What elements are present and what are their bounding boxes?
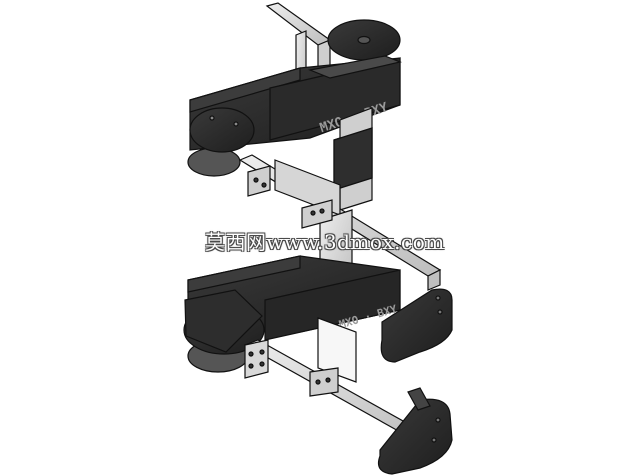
lower-motor-disc bbox=[183, 289, 265, 373]
lower-diagonal-beam bbox=[243, 339, 432, 443]
white-plate bbox=[317, 317, 357, 383]
upper-motor-disc bbox=[187, 107, 255, 177]
top-disc bbox=[327, 19, 401, 61]
site-watermark: 莫西网www.3dmox.com bbox=[205, 230, 445, 254]
upper-side-plate bbox=[333, 107, 373, 211]
bottom-paddle bbox=[377, 387, 453, 475]
middle-paddle bbox=[380, 288, 453, 363]
